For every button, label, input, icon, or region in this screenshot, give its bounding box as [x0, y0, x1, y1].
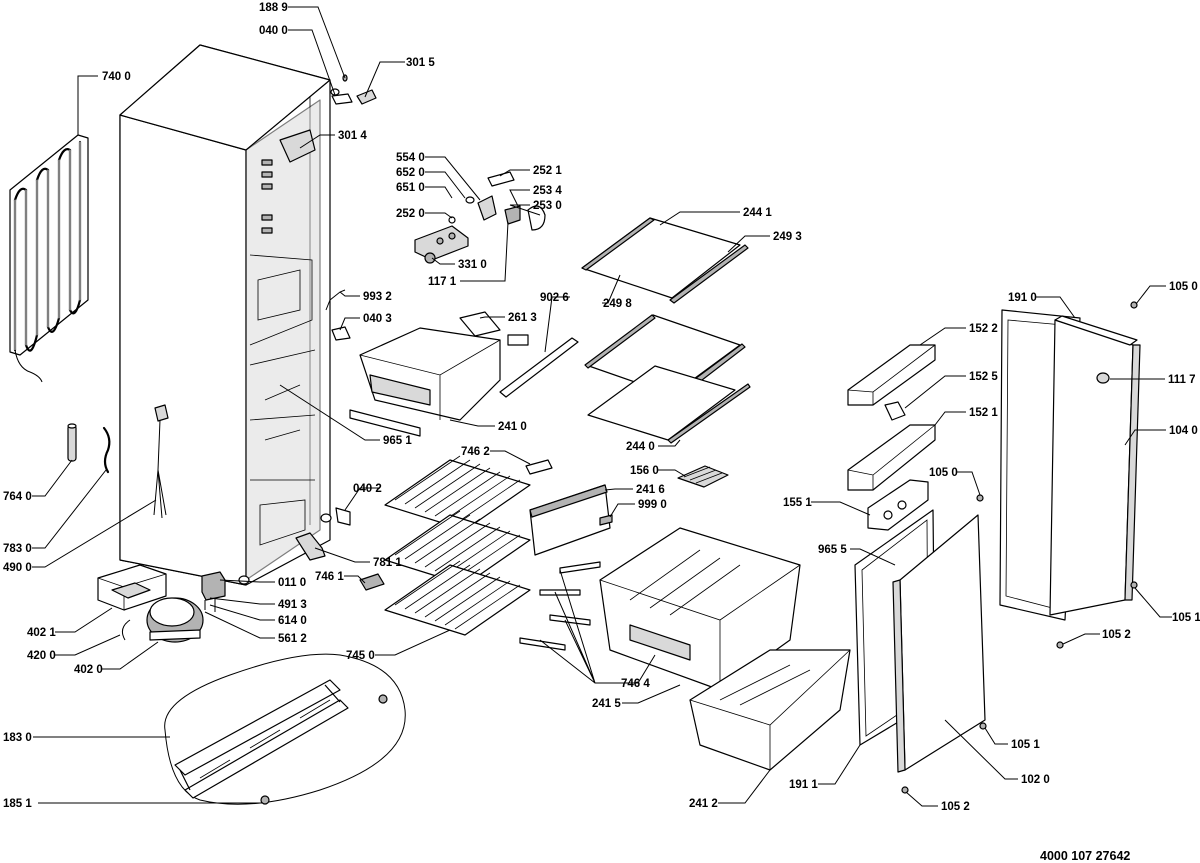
freezer-drawer-large: [599, 527, 801, 691]
callout-188-9: 188 9: [259, 2, 288, 14]
callout-783-0: 783 0: [3, 543, 32, 555]
callout-965-5: 965 5: [818, 544, 847, 556]
callout-993-2: 993 2: [363, 291, 392, 303]
callout-253-0: 253 0: [533, 200, 562, 212]
compressor-tray: [97, 564, 167, 611]
callout-781-1: 781 1: [373, 557, 402, 569]
document-number: 4000 107 27642: [1040, 849, 1130, 863]
callout-191-0: 191 0: [1008, 292, 1037, 304]
callout-261-3: 261 3: [508, 312, 537, 324]
callout-244-1: 244 1: [743, 207, 772, 219]
callout-331-0: 331 0: [458, 259, 487, 271]
callout-490-0: 490 0: [3, 562, 32, 574]
callout-249-3: 249 3: [773, 231, 802, 243]
freezer-brackets: [325, 289, 351, 341]
relay-box: [201, 571, 226, 612]
callout-040-2: 040 2: [353, 483, 382, 495]
door-bins: [847, 344, 936, 531]
callout-746-2: 746 2: [461, 446, 490, 458]
callout-152-5: 152 5: [969, 371, 998, 383]
base-plate-assembly: [164, 653, 406, 805]
callout-764-0: 764 0: [3, 491, 32, 503]
callout-746-1: 746 1: [315, 571, 344, 583]
freezer-drawer-top: [359, 311, 529, 421]
callout-652-0: 652 0: [396, 167, 425, 179]
callout-117-1: 117 1: [428, 276, 457, 288]
callout-301-5: 301 5: [406, 57, 435, 69]
control-box: [414, 171, 546, 264]
power-cord: [153, 404, 169, 519]
callout-965-1: 965 1: [383, 435, 412, 447]
callout-156-0: 156 0: [630, 465, 659, 477]
callout-040-0: 040 0: [259, 25, 288, 37]
callout-252-1: 252 1: [533, 165, 562, 177]
callout-402-1: 402 1: [27, 627, 56, 639]
callout-241-2: 241 2: [689, 798, 718, 810]
callout-561-2: 561 2: [278, 633, 307, 645]
callout-614-0: 614 0: [278, 615, 307, 627]
callout-011-0: 011 0: [278, 577, 306, 589]
callout-152-2: 152 2: [969, 323, 998, 335]
callout-252-0: 252 0: [396, 208, 425, 220]
callout-185-1: 185 1: [3, 798, 32, 810]
leader-lines: [32, 6, 1172, 807]
callout-105-1-upper: 105 1: [1172, 612, 1200, 624]
callout-105-2-upper: 105 2: [1102, 629, 1131, 641]
callout-105-0-top: 105 0: [1169, 281, 1198, 293]
callout-554-0: 554 0: [396, 152, 425, 164]
drawer-flap: [529, 484, 611, 556]
strip: [499, 337, 579, 398]
callout-labels: 188 9 040 0 301 5 740 0 301 4 554 0 652 …: [3, 2, 1200, 813]
drain-pipe: [67, 423, 111, 474]
callout-402-0: 402 0: [74, 664, 103, 676]
callout-104-0: 104 0: [1169, 425, 1198, 437]
callout-740-0: 740 0: [102, 71, 131, 83]
compressor: [121, 597, 204, 643]
callout-241-5: 241 5: [592, 698, 621, 710]
callout-241-0: 241 0: [498, 421, 527, 433]
cabinet: [119, 44, 340, 586]
condenser-coil: [9, 134, 89, 383]
callout-105-2-lower: 105 2: [941, 801, 970, 813]
callout-301-4: 301 4: [338, 130, 367, 142]
callout-420-0: 420 0: [27, 650, 56, 662]
freezer-bar: [349, 409, 421, 437]
callout-191-1: 191 1: [789, 779, 818, 791]
callout-745-0: 745 0: [346, 650, 375, 662]
callout-241-6: 241 6: [636, 484, 665, 496]
freezer-drawer-bottom: [689, 649, 851, 771]
callout-040-3: 040 3: [363, 313, 392, 325]
wire-racks: [384, 455, 531, 636]
callout-249-8: 249 8: [603, 298, 632, 310]
callout-105-1-lower: 105 1: [1011, 739, 1040, 751]
top-hinge: [331, 74, 377, 105]
callout-244-0: 244 0: [626, 441, 655, 453]
lower-hinge-parts: [295, 507, 385, 591]
glass-shelves: [581, 217, 751, 444]
callout-152-1: 152 1: [969, 407, 998, 419]
ice-tray: [677, 465, 729, 488]
callout-902-6: 902 6: [540, 292, 569, 304]
callout-999-0: 999 0: [638, 499, 667, 511]
callout-651-0: 651 0: [396, 182, 425, 194]
callout-111-7: 111 7: [1168, 374, 1196, 386]
callout-253-4: 253 4: [533, 185, 562, 197]
callout-155-1: 155 1: [783, 497, 812, 509]
callout-183-0: 183 0: [3, 732, 32, 744]
freezer-door: [854, 494, 987, 794]
callout-105-0-mid: 105 0: [929, 467, 958, 479]
fridge-door: [999, 301, 1141, 649]
callout-746-4: 746 4: [621, 678, 650, 690]
callout-102-0: 102 0: [1021, 774, 1050, 786]
callout-491-3: 491 3: [278, 599, 307, 611]
